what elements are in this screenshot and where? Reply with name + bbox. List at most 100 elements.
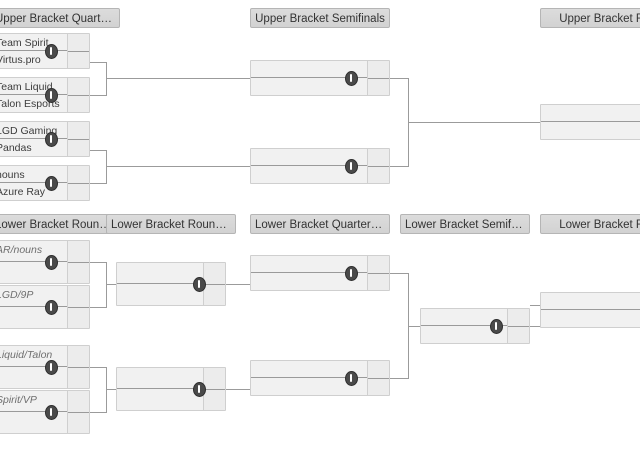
round-header-lower-bracket-semifinal[interactable]: Lower Bracket Semifinal: [400, 214, 530, 234]
connector: [90, 95, 106, 96]
connector: [90, 307, 106, 308]
match-slot-top[interactable]: [251, 61, 367, 78]
connector: [90, 367, 106, 368]
match-slot-bottom[interactable]: [541, 122, 640, 139]
connector: [106, 367, 107, 413]
match-ub-qf-1[interactable]: Team Spirit Virtus.pro: [0, 33, 90, 69]
match-ub-qf-2[interactable]: Team Liquid Talon Esports: [0, 77, 90, 113]
match-score-column: [67, 391, 89, 433]
info-icon[interactable]: [345, 159, 358, 174]
info-icon[interactable]: [45, 405, 58, 420]
connector: [390, 273, 408, 274]
connector: [408, 122, 540, 123]
match-score-column: [67, 241, 89, 283]
connector: [226, 389, 250, 390]
match-score-column: [203, 368, 225, 410]
match-slot-top[interactable]: [251, 256, 367, 273]
info-icon[interactable]: [45, 44, 58, 59]
match-slot-bottom[interactable]: Talon Esports: [0, 98, 60, 110]
info-icon[interactable]: [193, 382, 206, 397]
connector: [390, 166, 408, 167]
match-slot-top[interactable]: [541, 293, 640, 310]
match-ub-sf-1[interactable]: [250, 60, 390, 96]
info-icon[interactable]: [45, 255, 58, 270]
connector: [530, 305, 540, 306]
match-slot-bottom[interactable]: [117, 389, 203, 410]
connector: [90, 62, 106, 63]
match-slot-top[interactable]: [541, 105, 640, 122]
info-icon[interactable]: [45, 88, 58, 103]
match-lb-semifinal[interactable]: [420, 308, 530, 344]
round-header-lower-bracket-round-2[interactable]: Lower Bracket Round 2: [0, 214, 120, 234]
match-score-column: [67, 286, 89, 328]
match-slot-top[interactable]: [251, 149, 367, 166]
info-icon[interactable]: [490, 319, 503, 334]
round-header-lower-bracket-quarterfinals[interactable]: Lower Bracket Quarterfin...: [250, 214, 390, 234]
round-header-lower-bracket-final[interactable]: Lower Bracket Final: [540, 214, 640, 234]
match-slot-top[interactable]: Team Spirit: [0, 34, 67, 51]
match-slot-bottom[interactable]: Pandas: [0, 142, 32, 154]
connector: [226, 284, 250, 285]
match-lb-r2-1[interactable]: AR/nouns: [0, 240, 90, 284]
match-slot-bottom[interactable]: [117, 284, 203, 305]
match-score-column: [67, 34, 89, 68]
match-slot-top[interactable]: nouns: [0, 166, 67, 183]
match-score-column: [67, 346, 89, 388]
connector: [390, 78, 408, 79]
match-ub-final[interactable]: [540, 104, 640, 140]
match-slot-top[interactable]: [117, 263, 203, 284]
connector: [90, 412, 106, 413]
match-score-column: [367, 361, 389, 395]
connector: [106, 284, 116, 285]
connector: [390, 378, 408, 379]
info-icon[interactable]: [45, 300, 58, 315]
match-ub-sf-2[interactable]: [250, 148, 390, 184]
match-slot-top[interactable]: LGD Gaming: [0, 122, 67, 139]
connector: [530, 326, 540, 327]
match-slot-top[interactable]: [421, 309, 507, 326]
match-slot-bottom[interactable]: Azure Ray: [0, 186, 46, 198]
info-icon[interactable]: [345, 266, 358, 281]
match-lb-r2-4[interactable]: Spirit/VP: [0, 390, 90, 434]
match-lb-r3-1[interactable]: [116, 262, 226, 306]
match-slot-top[interactable]: [251, 361, 367, 378]
connector: [106, 389, 116, 390]
connector: [106, 78, 250, 79]
match-lb-qf-2[interactable]: [250, 360, 390, 396]
connector: [106, 166, 250, 167]
info-icon[interactable]: [345, 71, 358, 86]
info-icon[interactable]: [193, 277, 206, 292]
match-slot-top[interactable]: LGD/9P: [0, 286, 67, 307]
match-ub-qf-4[interactable]: nouns Azure Ray: [0, 165, 90, 201]
connector: [106, 62, 107, 96]
match-slot-top[interactable]: Liquid/Talon: [0, 346, 67, 367]
match-slot-top[interactable]: Team Liquid: [0, 78, 67, 95]
match-score-column: [67, 78, 89, 112]
match-slot-top[interactable]: Spirit/VP: [0, 391, 67, 412]
info-icon[interactable]: [45, 132, 58, 147]
match-slot-top[interactable]: AR/nouns: [0, 241, 67, 262]
match-score-column: [507, 309, 529, 343]
match-slot-bottom[interactable]: Virtus.pro: [0, 54, 41, 66]
info-icon[interactable]: [45, 176, 58, 191]
match-score-column: [203, 263, 225, 305]
match-lb-r3-2[interactable]: [116, 367, 226, 411]
round-header-lower-bracket-round-3[interactable]: Lower Bracket Round 3: [106, 214, 236, 234]
round-header-upper-bracket-quarterfinals[interactable]: Upper Bracket Quarterfin...: [0, 8, 120, 28]
info-icon[interactable]: [45, 360, 58, 375]
round-header-upper-bracket-semifinals[interactable]: Upper Bracket Semifinals: [250, 8, 390, 28]
connector: [90, 183, 106, 184]
match-lb-final[interactable]: [540, 292, 640, 328]
match-score-column: [367, 149, 389, 183]
match-slot-bottom[interactable]: [541, 310, 640, 327]
round-header-upper-bracket-final[interactable]: Upper Bracket Final: [540, 8, 640, 28]
match-slot-top[interactable]: [117, 368, 203, 389]
match-lb-qf-1[interactable]: [250, 255, 390, 291]
match-score-column: [367, 256, 389, 290]
match-score-column: [67, 166, 89, 200]
connector: [90, 262, 106, 263]
info-icon[interactable]: [345, 371, 358, 386]
connector: [90, 150, 106, 151]
